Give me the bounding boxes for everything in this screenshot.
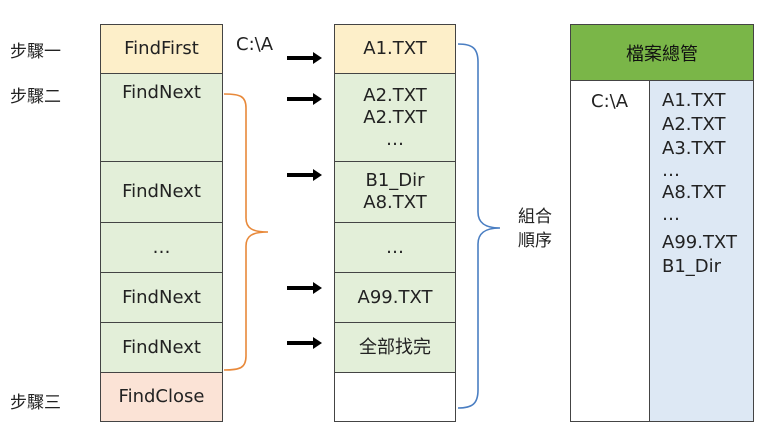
result-text: A99.TXT (357, 286, 433, 308)
arrow-icon (287, 169, 322, 181)
arrow-icon (287, 93, 322, 105)
file-list: A1.TXT A2.TXT A3.TXT … A8.TXT … A99.TXT … (662, 89, 737, 279)
result-text: … (386, 128, 404, 150)
file-item: … (662, 204, 680, 225)
file-item: A1.TXT (662, 90, 726, 111)
ellipsis-cell: … (101, 223, 222, 273)
result-text: 全部找完 (359, 336, 431, 358)
step-2-label: 步驟二 (10, 87, 61, 107)
combine-order-label: 組合 順序 (518, 205, 552, 253)
result-cell: … (335, 223, 455, 273)
result-text: A1.TXT (363, 38, 427, 59)
file-item: … (662, 160, 680, 181)
folder-label: C:\A (591, 91, 629, 112)
findnext-cell: FindNext (101, 273, 222, 323)
result-cell: B1_Dir A8.TXT (335, 162, 455, 223)
file-manager-body: C:\A A1.TXT A2.TXT A3.TXT … A8.TXT … A99… (570, 80, 754, 422)
file-item: A8.TXT (662, 182, 726, 203)
findnext-group-brace (223, 93, 269, 371)
result-cell: A99.TXT (335, 273, 455, 323)
result-cell: 全部找完 (335, 323, 455, 373)
arrow-icon (287, 52, 322, 64)
result-cell: A2.TXT A2.TXT … (335, 74, 455, 162)
findnext-cell: FindNext (101, 162, 222, 223)
findclose-cell: FindClose (101, 373, 222, 421)
result-text: … (386, 236, 404, 258)
arrow-icon (287, 337, 322, 349)
combine-order-brace (457, 43, 501, 409)
file-item: A99.TXT (662, 232, 737, 253)
arrow-icon (287, 282, 322, 294)
combine-order-label-line: 組合 (518, 207, 552, 227)
file-manager-header: 檔案總管 (570, 24, 754, 81)
result-column: A1.TXT A2.TXT A2.TXT … B1_Dir A8.TXT … A… (334, 24, 456, 422)
findnext-cell: FindNext (101, 74, 222, 162)
result-text: B1_Dir (365, 170, 425, 191)
combine-order-label-line: 順序 (518, 231, 552, 251)
api-call-column: FindFirst FindNext FindNext … FindNext F… (100, 24, 223, 422)
file-item: A2.TXT (662, 114, 726, 135)
result-text: A8.TXT (363, 192, 427, 213)
result-text: A2.TXT (363, 106, 427, 128)
findnext-cell: FindNext (101, 323, 222, 373)
file-item: A3.TXT (662, 138, 726, 159)
result-text: A2.TXT (363, 84, 427, 106)
findfirst-cell: FindFirst (101, 25, 222, 74)
result-cell-empty (335, 373, 455, 421)
file-list-panel (649, 81, 753, 421)
result-cell: A1.TXT (335, 25, 455, 74)
step-1-label: 步驟一 (10, 42, 61, 62)
file-item: B1_Dir (662, 256, 722, 277)
path-label: C:\A (236, 34, 274, 55)
step-3-label: 步驟三 (10, 393, 61, 413)
